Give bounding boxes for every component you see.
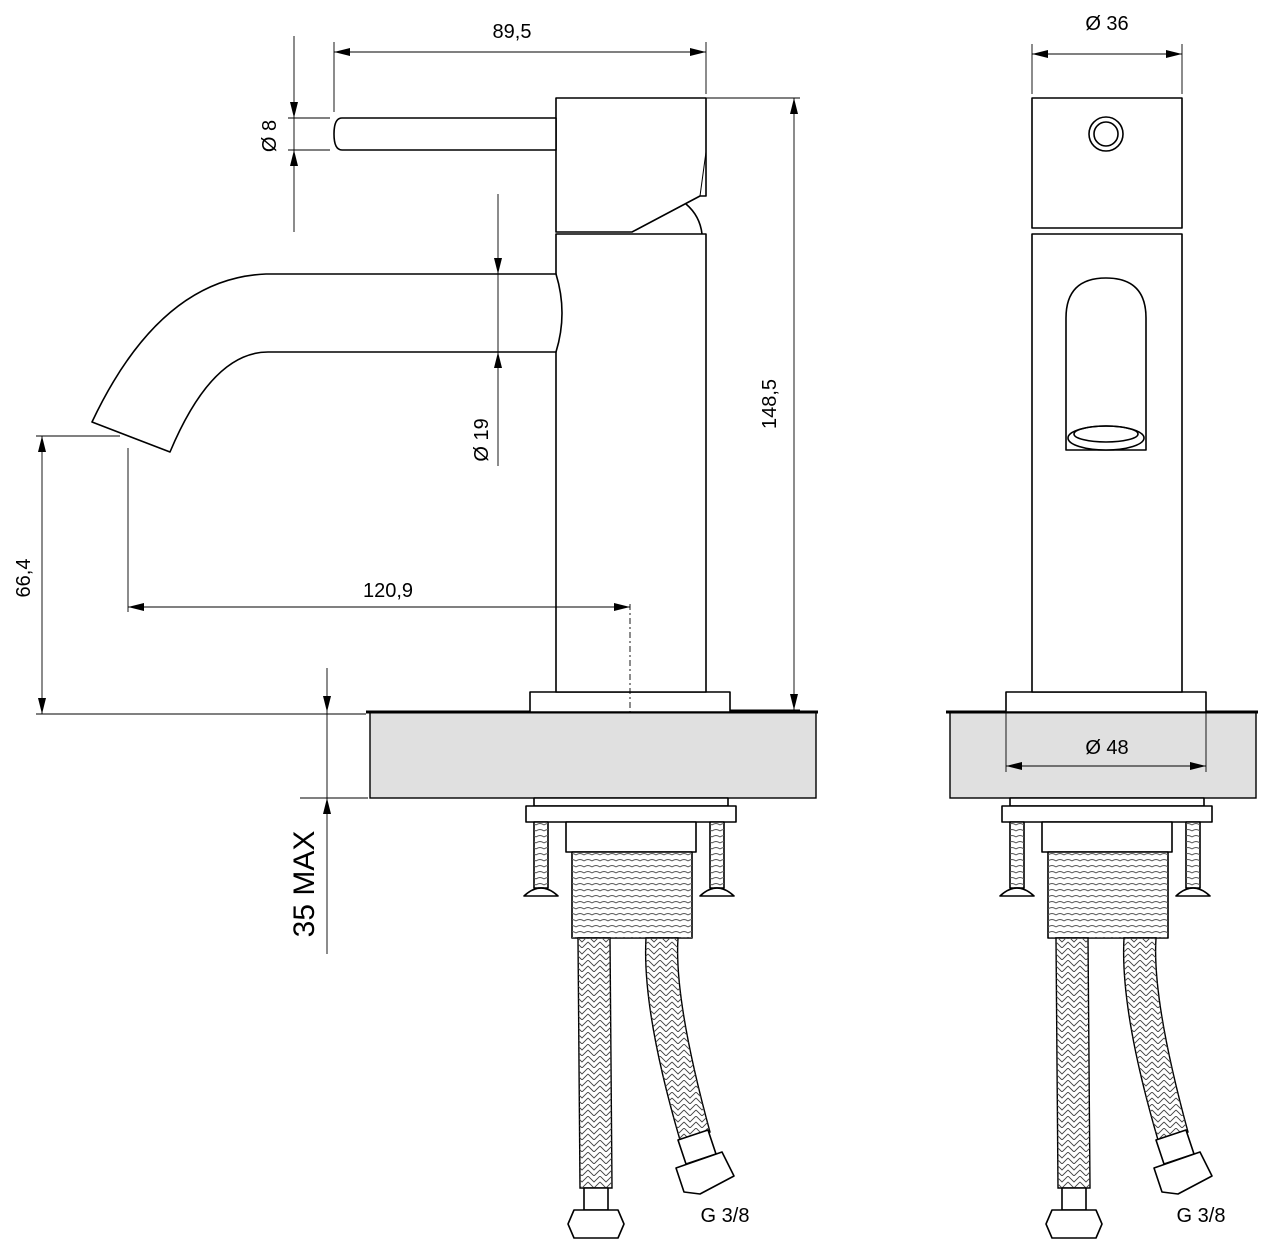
- dimension-base-diameter: Ø 48: [1005, 712, 1207, 772]
- dimension-body-diameter: Ø 36: [1031, 13, 1183, 94]
- dimension-overall-depth-label: 89,5: [493, 21, 532, 43]
- dimension-spout-height: 66,4: [13, 435, 366, 715]
- spout-front: [1065, 277, 1147, 451]
- dimension-total-height: 148,5: [706, 97, 800, 711]
- dimension-spout-reach: 120,9: [127, 448, 631, 714]
- mounting-assembly-front: [999, 797, 1213, 939]
- dimension-body-diameter-label: Ø 36: [1085, 13, 1128, 35]
- base-ring-front: [1005, 691, 1207, 713]
- dimension-handle-diameter: Ø 8: [259, 36, 330, 232]
- countertop-side: [366, 710, 818, 799]
- hose-left-side: [567, 937, 625, 1239]
- hose-right-side: [644, 937, 735, 1195]
- mounting-assembly-side: [523, 797, 737, 939]
- side-view: 89,5 Ø 8 Ø 19 148,5: [13, 21, 818, 1239]
- handle-cap-side: [555, 97, 707, 235]
- hose-right-front: [1122, 937, 1213, 1195]
- thread-label-front: G 3/8: [1177, 1205, 1226, 1227]
- dimension-spout-diameter: Ø 19: [471, 194, 502, 466]
- dimension-counter-thickness-label: 35 MAX: [288, 831, 321, 938]
- dimension-spout-reach-label: 120,9: [363, 580, 413, 602]
- dimension-base-diameter-label: Ø 48: [1085, 737, 1128, 759]
- body-side: [555, 233, 707, 693]
- dimension-total-height-label: 148,5: [759, 379, 781, 429]
- dimension-spout-height-label: 66,4: [13, 559, 35, 598]
- spout-side: [91, 273, 563, 453]
- dimension-spout-diameter-label: Ø 19: [471, 418, 493, 461]
- dimension-handle-diameter-label: Ø 8: [259, 120, 281, 152]
- lever-end-front: [1088, 116, 1124, 152]
- lever-side: [333, 117, 557, 151]
- front-view: Ø 36 Ø 48 G 3/8: [946, 13, 1258, 1239]
- handle-cap-front: [1031, 97, 1183, 229]
- hose-left-front: [1045, 937, 1103, 1239]
- dimension-overall-depth: 89,5: [333, 21, 707, 112]
- thread-label-side: G 3/8: [701, 1205, 750, 1227]
- dimension-counter-thickness: 35 MAX: [288, 668, 368, 954]
